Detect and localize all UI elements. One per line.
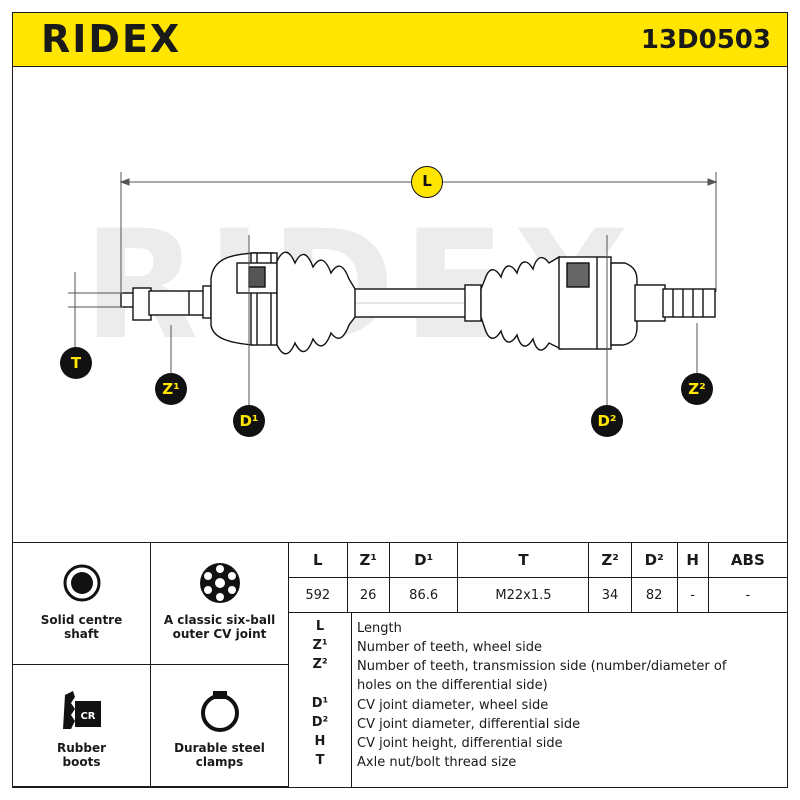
spec-value-D2: 82 xyxy=(631,577,678,613)
spec-value-H: - xyxy=(677,577,709,613)
legend-text: Number of teeth, wheel side xyxy=(357,640,542,655)
brand-logo: RIDEX xyxy=(41,17,182,61)
feature-label: Durable steel clamps xyxy=(174,741,265,769)
outer-cv-joint xyxy=(210,252,278,346)
marker-L: L xyxy=(411,166,443,198)
legend-text: CV joint height, differential side xyxy=(357,736,563,751)
part-number: 13D0503 xyxy=(640,25,771,55)
six-ball-joint-icon xyxy=(199,563,240,603)
legend-sym: H xyxy=(314,734,326,749)
marker-Z1: Z¹ xyxy=(155,373,187,405)
marker-D1: D¹ xyxy=(233,405,265,437)
feature-six-ball-joint: A classic six-ball outer CV joint xyxy=(151,543,289,665)
legend-text: CV joint diameter, differential side xyxy=(357,717,581,732)
spec-value-L: 592 xyxy=(289,577,348,613)
inner-cv-joint xyxy=(558,256,638,350)
legend-sym: Z² xyxy=(312,657,328,672)
marker-D2: D² xyxy=(591,405,623,437)
feature-label: Rubber boots xyxy=(56,741,107,769)
marker-Z2: Z² xyxy=(681,373,713,405)
marker-T: T xyxy=(60,347,92,379)
spec-value-T: M22x1.5 xyxy=(457,577,590,613)
spec-header-Z2: Z² xyxy=(588,543,632,578)
legend-text: Number of teeth, transmission side (numb… xyxy=(357,659,727,693)
spec-value-D1: 86.6 xyxy=(389,577,459,613)
spec-header-L: L xyxy=(289,543,348,578)
legend-sym: L xyxy=(315,619,325,634)
technical-drawing: RIDEX xyxy=(12,67,788,542)
spec-value-Z2: 34 xyxy=(588,577,632,613)
spec-header-row: L Z¹ D¹ T Z² D² H ABS xyxy=(289,543,787,578)
driveshaft-diagram: RIDEX xyxy=(60,166,718,437)
legend: L Length Z¹ Number of teeth, wheel side … xyxy=(289,613,787,787)
spec-value-ABS: - xyxy=(708,577,787,613)
spec-value-Z1: 26 xyxy=(347,577,390,613)
legend-sym: T xyxy=(315,753,325,768)
legend-sym: Z¹ xyxy=(312,638,328,653)
wheel-side-stub xyxy=(120,285,212,321)
legend-divider xyxy=(351,613,352,787)
steel-clamp-icon xyxy=(200,691,239,732)
spec-header-T: T xyxy=(457,543,590,578)
legend-sym: D¹ xyxy=(311,696,329,711)
spec-value-row: 592 26 86.6 M22x1.5 34 82 - - xyxy=(289,577,787,613)
spec-table: L Z¹ D¹ T Z² D² H ABS 592 26 86.6 M22x1.… xyxy=(289,543,787,613)
spec-header-D1: D¹ xyxy=(389,543,459,578)
boot-wheel-side xyxy=(276,251,356,355)
spec-header-D2: D² xyxy=(631,543,678,578)
feature-solid-shaft: Solid centre shaft xyxy=(13,543,151,665)
leader-lines xyxy=(68,235,698,407)
legend-text: Axle nut/bolt thread size xyxy=(357,755,517,770)
solid-shaft-icon xyxy=(63,564,100,602)
feature-steel-clamps: Durable steel clamps xyxy=(151,665,289,787)
spec-header-ABS: ABS xyxy=(708,543,787,578)
feature-label: Solid centre shaft xyxy=(40,613,123,641)
spec-header-Z1: Z¹ xyxy=(347,543,390,578)
info-panel: Solid centre shaft A classic six-ball ou… xyxy=(12,542,788,788)
rubber-boot-icon: CR xyxy=(62,691,101,729)
diff-side-spline xyxy=(634,284,716,322)
boot-icon-text: CR xyxy=(80,711,95,722)
spec-header-H: H xyxy=(677,543,709,578)
header-bar: RIDEX 13D0503 xyxy=(12,12,788,67)
feature-label: A classic six-ball outer CV joint xyxy=(163,613,276,641)
feature-rubber-boots: CR Rubber boots xyxy=(13,665,151,787)
legend-sym: D² xyxy=(311,715,329,730)
legend-text: Length xyxy=(357,621,402,636)
legend-text: CV joint diameter, wheel side xyxy=(357,698,549,713)
